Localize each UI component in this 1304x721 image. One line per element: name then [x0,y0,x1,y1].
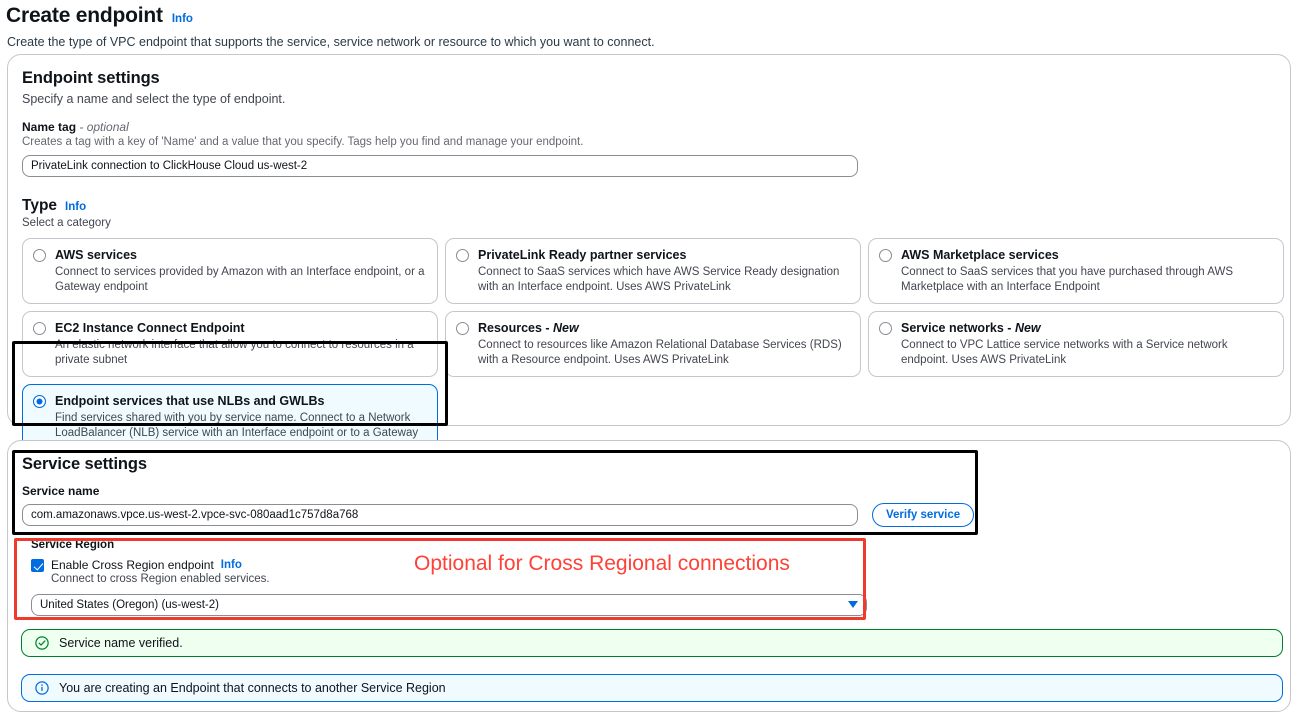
name-tag-optional-suffix: - optional [79,120,129,134]
service-name-label: Service name [22,484,100,498]
name-tag-description: Creates a tag with a key of 'Name' and a… [22,136,584,148]
type-info-link[interactable]: Info [65,201,87,213]
service-name-input[interactable] [22,504,858,526]
cross-region-checkbox-description: Connect to cross Region enabled services… [51,573,270,585]
page-info-link[interactable]: Info [171,13,193,25]
radio-button-icon[interactable] [456,249,469,262]
name-tag-label: Name tag - optional [22,120,1276,134]
endpoint-settings-title: Endpoint settings [22,69,160,87]
alert-cross-region-message: You are creating an Endpoint that connec… [59,681,446,695]
cross-region-checkbox[interactable] [31,558,44,572]
info-circle-icon [35,681,49,695]
radio-button-icon[interactable] [879,322,892,335]
service-region-block: Service Region Enable Cross Region endpo… [22,534,1276,616]
type-option-title: AWS Marketplace services [901,248,1273,263]
type-option-description: Connect to SaaS services that you have p… [901,266,1233,293]
service-region-select-wrap: United States (Oregon) (us-west-2) [31,594,867,616]
type-option-title-text: Endpoint services that use NLBs and GWLB… [55,394,325,408]
page-title-row: Create endpoint Info [6,4,1304,28]
page-subtitle: Create the type of VPC endpoint that sup… [7,35,655,49]
service-settings-title: Service settings [22,455,147,473]
verify-service-button[interactable]: Verify service [872,503,975,527]
type-label: Type [22,197,58,214]
type-option-title: Resources - New [478,321,850,336]
type-option-title: Service networks - New [901,321,1273,336]
type-option-description: An elastic network interface that allow … [55,339,414,366]
type-option-title-text: Resources - [478,321,554,335]
type-heading-block: Type Info Select a category [22,197,1276,229]
service-settings-card: Service settings Service name Verify ser… [7,440,1291,712]
type-option-title-text: Service networks - [901,321,1015,335]
cross-region-info-link[interactable]: Info [220,559,242,571]
type-option-description: Connect to resources like Amazon Relatio… [478,339,842,366]
type-option-title: AWS services [55,248,427,263]
alert-service-verified-message: Service name verified. [59,636,183,650]
radio-button-icon[interactable] [879,249,892,262]
type-option-title: Endpoint services that use NLBs and GWLB… [55,394,427,409]
page-title: Create endpoint [6,4,163,27]
type-option-title: PrivateLink Ready partner services [478,248,850,263]
endpoint-settings-subtitle: Specify a name and select the type of en… [22,92,286,106]
page-header: Create endpoint Info Create the type of … [0,0,1304,49]
service-region-selected-value: United States (Oregon) (us-west-2) [40,599,219,611]
service-region-label: Service Region [31,539,115,551]
radio-button-icon[interactable] [33,395,46,408]
chevron-down-icon[interactable] [848,601,858,608]
type-option-description: Connect to services provided by Amazon w… [55,266,425,293]
cross-region-checkbox-label: Enable Cross Region endpoint [51,558,214,572]
type-option-title-text: AWS services [55,248,137,262]
type-option-title-text: EC2 Instance Connect Endpoint [55,321,245,335]
type-option-title: EC2 Instance Connect Endpoint [55,321,427,336]
radio-button-icon[interactable] [33,249,46,262]
service-region-select[interactable]: United States (Oregon) (us-west-2) [31,594,867,616]
type-option-description: Connect to VPC Lattice service networks … [901,339,1228,366]
type-option-title-text: AWS Marketplace services [901,248,1059,262]
type-option-title-text: PrivateLink Ready partner services [478,248,687,262]
type-option-new-badge: New [1014,321,1041,335]
name-tag-input[interactable] [22,155,858,177]
alert-cross-region-info: You are creating an Endpoint that connec… [21,674,1283,702]
check-circle-icon [35,636,49,650]
cross-region-checkbox-row[interactable]: Enable Cross Region endpoint Info [31,558,1276,572]
radio-button-icon[interactable] [456,322,469,335]
type-description: Select a category [22,217,111,229]
alert-service-verified: Service name verified. [21,629,1283,657]
type-option-body: EC2 Instance Connect Endpoint An elastic … [55,321,427,367]
radio-button-icon[interactable] [33,322,46,335]
service-name-row: Verify service [22,503,1276,527]
name-tag-label-text: Name tag [22,120,77,134]
type-option-description: Connect to SaaS services which have AWS … [478,266,840,293]
type-option-new-badge: New [553,321,579,335]
type-option-tile[interactable]: EC2 Instance Connect Endpoint An elastic … [22,311,438,377]
endpoint-settings-card: Endpoint settings Specify a name and sel… [7,54,1291,465]
